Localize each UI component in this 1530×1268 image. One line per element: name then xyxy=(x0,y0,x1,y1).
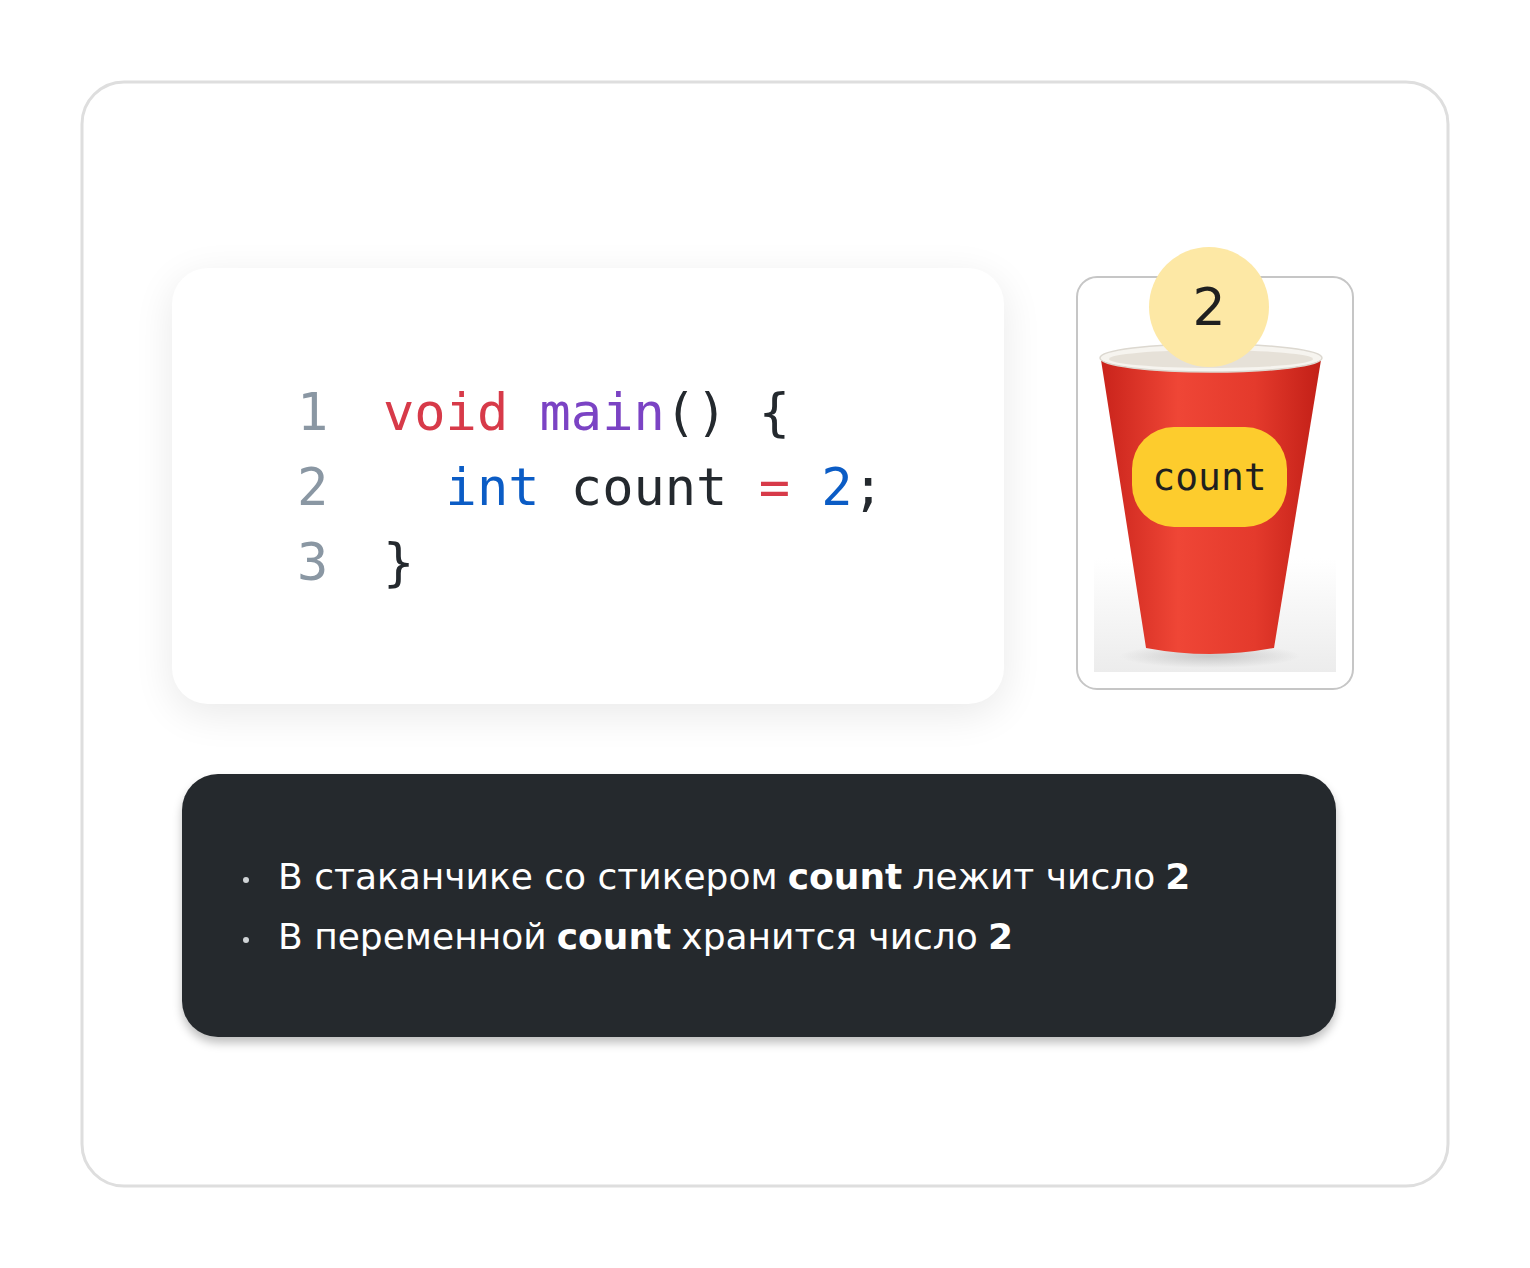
note-text: хранится число xyxy=(681,907,978,967)
note-line: В переменнойcountхранится число2 xyxy=(278,907,1013,967)
bullet-dot xyxy=(243,937,249,943)
outer-frame xyxy=(82,82,1448,1186)
code-token: } xyxy=(383,525,414,600)
bold-term: 2 xyxy=(1165,847,1190,907)
code-card: 1 void main() { 2 int count = 2; 3} xyxy=(172,268,1004,704)
code-token: count xyxy=(571,450,728,525)
code-token: ; xyxy=(853,450,884,525)
code-token: int xyxy=(446,450,540,525)
line-number: 1 xyxy=(297,375,328,450)
note-line: В стаканчике со стикеромcountлежит число… xyxy=(278,847,1190,907)
line-number: 2 xyxy=(297,450,328,525)
line-number: 3 xyxy=(297,525,328,600)
note-text: лежит число xyxy=(912,847,1155,907)
bold-term: count xyxy=(557,907,672,967)
code-token: 2 xyxy=(821,450,852,525)
code-token: main xyxy=(540,375,665,450)
bold-term: count xyxy=(788,847,903,907)
note-panel: В стаканчике со стикеромcountлежит число… xyxy=(182,774,1336,1037)
note-text: В переменной xyxy=(278,907,547,967)
code-token: = xyxy=(759,450,790,525)
code-token: void xyxy=(383,375,508,450)
name-sticker: count xyxy=(1132,427,1287,527)
value-number: 2 xyxy=(1192,281,1225,333)
value-circle: 2 xyxy=(1149,247,1269,367)
bold-term: 2 xyxy=(988,907,1013,967)
bullet-dot xyxy=(243,877,249,883)
code-token: () { xyxy=(665,375,790,450)
cup-body xyxy=(1101,360,1321,654)
note-text: В стаканчике со стикером xyxy=(278,847,778,907)
sticker-text: count xyxy=(1152,458,1266,496)
